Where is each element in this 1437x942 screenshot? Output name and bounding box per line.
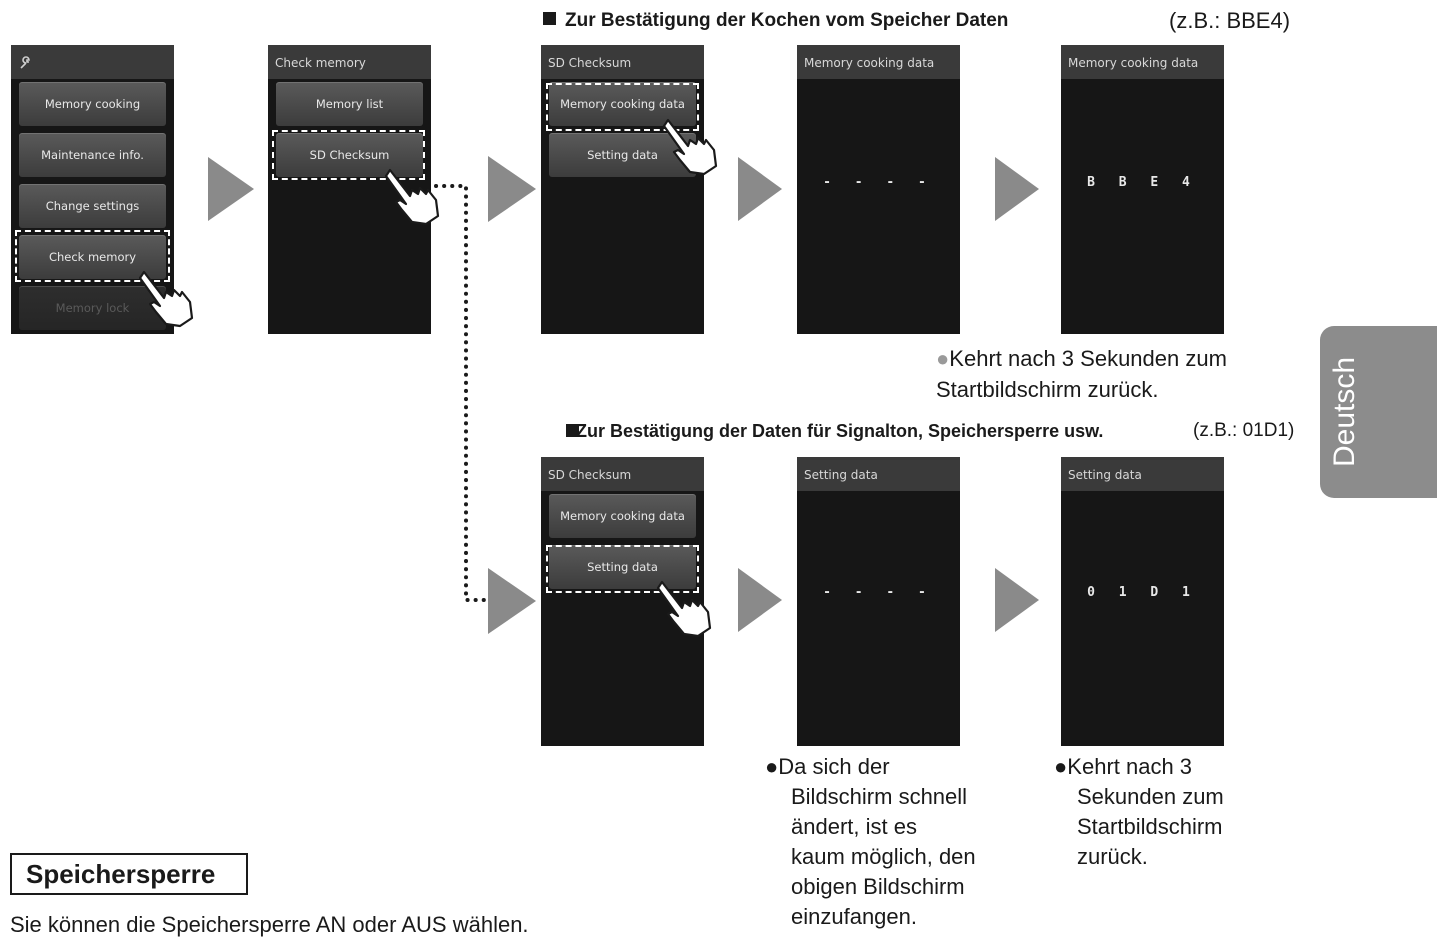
section-text: Sie können die Speichersperre AN oder AU… (10, 912, 529, 937)
pointing-hand-icon (662, 118, 718, 176)
checksum-placeholder: - - - - (823, 175, 934, 190)
screen-title: Memory cooking data (797, 45, 960, 79)
checksum-value: B B E 4 (1087, 175, 1198, 190)
screen-title: Memory cooking data (1061, 45, 1224, 79)
check-memory-button[interactable]: Check memory (19, 235, 166, 279)
memory-cooking-data-button[interactable]: Memory cooking data (549, 494, 696, 538)
pointing-hand-icon (656, 580, 712, 638)
example-memory-cooking: (z.B.: BBE4) (1169, 8, 1291, 33)
heading-square-icon (543, 12, 556, 25)
checksum-placeholder: - - - - (823, 585, 934, 600)
checksum-value: 0 1 D 1 (1087, 585, 1198, 600)
screen-memory-cooking-data-loading: Memory cooking data - - - - (797, 45, 960, 334)
memory-cooking-button[interactable]: Memory cooking (19, 82, 166, 126)
bullet-icon: ● (765, 754, 779, 779)
heading-setting-data: Zur Bestätigung der Daten für Signalton,… (576, 421, 1104, 441)
language-tab-label: Deutsch (1328, 356, 1361, 468)
screen-sd-checksum-2: SD Checksum Memory cooking data Setting … (541, 457, 704, 746)
screen-header (11, 45, 174, 79)
sd-checksum-button[interactable]: SD Checksum (276, 133, 423, 177)
arrow-right-icon (488, 156, 536, 222)
arrow-right-icon (738, 568, 782, 632)
heading-square-icon (566, 424, 579, 437)
note-return-bottom: ●Kehrt nach 3 Sekunden zum Startbildschi… (1054, 754, 1224, 869)
note-return-top: ●Kehrt nach 3 Sekunden zum Startbildschi… (936, 346, 1227, 402)
heading-memory-cooking: Zur Bestätigung der Kochen vom Speicher … (565, 10, 1009, 31)
note-fast-change: ●Da sich der Bildschirm schnell ändert, … (765, 754, 976, 929)
memory-cooking-data-button[interactable]: Memory cooking data (549, 82, 696, 126)
screen-setting-data-result: Setting data 0 1 D 1 (1061, 457, 1224, 746)
screen-title: Setting data (797, 457, 960, 491)
setting-data-button[interactable]: Setting data (549, 133, 696, 177)
example-setting-data: (z.B.: 01D1) (1193, 420, 1295, 441)
bullet-icon: ● (1054, 754, 1068, 779)
pointing-hand-icon (384, 168, 440, 226)
change-settings-button[interactable]: Change settings (19, 184, 166, 228)
bullet-icon: ● (936, 346, 950, 371)
dotted-connector (434, 184, 486, 602)
maintenance-info-button[interactable]: Maintenance info. (19, 133, 166, 177)
arrow-right-icon (738, 157, 782, 221)
pointing-hand-icon (138, 270, 194, 328)
arrow-right-icon (995, 157, 1039, 221)
screen-title: SD Checksum (541, 457, 704, 491)
screen-sd-checksum: SD Checksum Memory cooking data Setting … (541, 45, 704, 334)
section-title-speichersperre: Speichersperre (10, 853, 248, 895)
arrow-right-icon (995, 568, 1039, 632)
language-tab: Deutsch (1320, 326, 1437, 498)
screen-check-memory: Check memory Memory list SD Checksum (268, 45, 431, 334)
screen-main-menu: Memory cooking Maintenance info. Change … (11, 45, 174, 334)
memory-lock-button[interactable]: Memory lock (19, 286, 166, 330)
screen-setting-data-loading: Setting data - - - - (797, 457, 960, 746)
setting-data-button[interactable]: Setting data (549, 545, 696, 589)
memory-list-button[interactable]: Memory list (276, 82, 423, 126)
screen-title: Check memory (268, 45, 431, 79)
wrench-icon (20, 56, 30, 69)
screen-title: Setting data (1061, 457, 1224, 491)
arrow-right-icon (208, 157, 254, 221)
arrow-right-icon (488, 568, 536, 634)
screen-memory-cooking-data-result: Memory cooking data B B E 4 (1061, 45, 1224, 334)
screen-title: SD Checksum (541, 45, 704, 79)
